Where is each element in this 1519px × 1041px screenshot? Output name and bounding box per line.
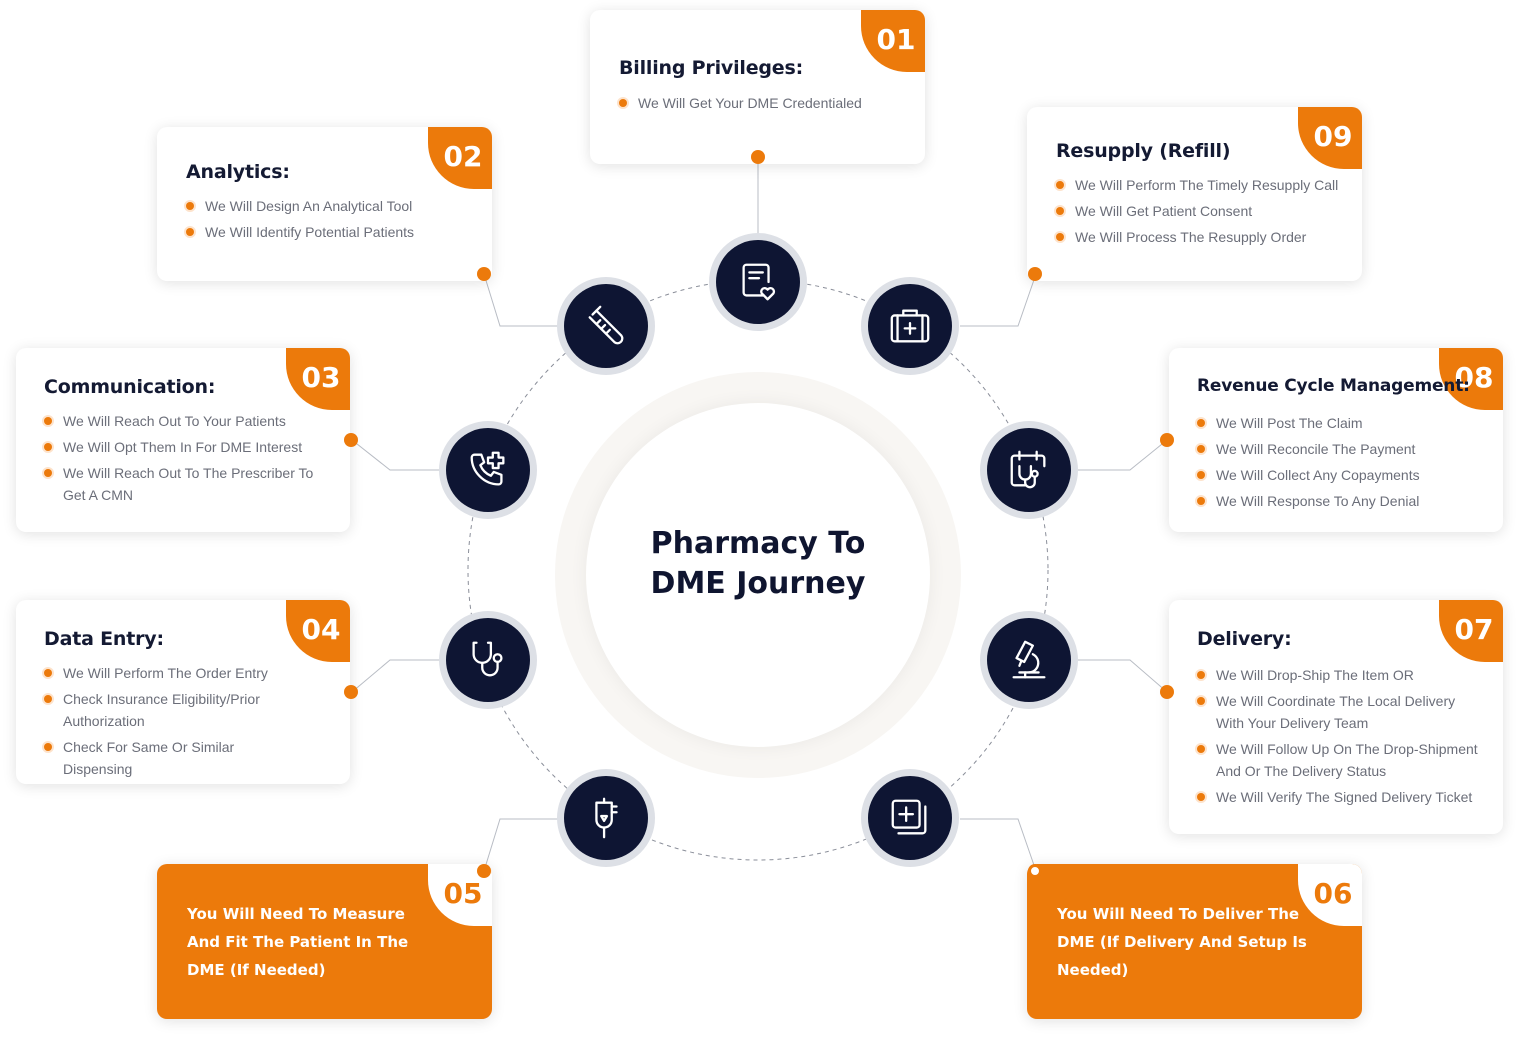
step-text: You Will Need To Deliver The DME (If Del…	[1057, 905, 1307, 979]
list-item: We Will Follow Up On The Drop-Shipment A…	[1197, 738, 1485, 782]
microscope-icon	[1012, 640, 1046, 679]
list-item: Check For Same Or Similar Dispensing	[44, 736, 304, 780]
step-number-badge: 01	[861, 10, 925, 72]
connector-dot-04	[344, 685, 358, 699]
step-items: We Will Perform The Timely Resupply Call…	[1056, 174, 1351, 252]
step-card-09: 09 Resupply (Refill) We Will Perform The…	[1027, 107, 1362, 281]
connector-dot-01	[751, 150, 765, 164]
step-number-badge: 03	[286, 348, 350, 410]
step-title: Data Entry:	[44, 628, 164, 650]
connector-dot-07	[1160, 685, 1174, 699]
diagram-title-line2: DME Journey	[650, 566, 866, 601]
test-tube-icon	[588, 305, 624, 345]
list-item: We Will Design An Analytical Tool	[186, 195, 476, 217]
connector-dot-09	[1028, 267, 1042, 281]
node-09	[861, 277, 959, 375]
step-items: We Will Design An Analytical Tool We Wil…	[186, 195, 476, 247]
node-02	[557, 277, 655, 375]
step-card-04: 04 Data Entry: We Will Perform The Order…	[16, 600, 350, 784]
step-number-badge: 04	[286, 600, 350, 662]
node-07	[980, 611, 1078, 709]
step-title: Delivery:	[1197, 628, 1292, 650]
list-item: We Will Get Your DME Credentialed	[619, 92, 909, 114]
step-title: Resupply (Refill)	[1056, 140, 1231, 162]
node-05	[557, 769, 655, 867]
list-item: We Will Opt Them In For DME Interest	[44, 436, 314, 458]
list-item: We Will Perform The Order Entry	[44, 662, 304, 684]
step-title: Analytics:	[186, 161, 290, 183]
connector-dot-03	[344, 433, 358, 447]
step-items: We Will Get Your DME Credentialed	[619, 92, 909, 118]
stethoscope-icon	[472, 641, 503, 677]
list-item: We Will Reach Out To Your Patients	[44, 410, 314, 432]
calendar-stethoscope-icon	[1010, 450, 1046, 489]
connector-dot-05	[477, 864, 491, 878]
connector-09	[960, 273, 1037, 327]
step-card-08: 08 Revenue Cycle Management: We Will Pos…	[1169, 348, 1503, 532]
list-item: We Will Perform The Timely Resupply Call	[1056, 174, 1351, 196]
step-number-badge: 02	[428, 127, 492, 189]
list-item: We Will Collect Any Copayments	[1197, 464, 1485, 486]
step-text: You Will Need To Measure And Fit The Pat…	[187, 905, 409, 979]
list-item: We Will Response To Any Denial	[1197, 490, 1485, 512]
step-items: We Will Reach Out To Your Patients We Wi…	[44, 410, 314, 510]
connector-dot-02	[477, 267, 491, 281]
connector-08	[1078, 439, 1168, 471]
step-card-05: 05 You Will Need To Measure And Fit The …	[157, 864, 492, 1019]
step-card-07: 07 Delivery: We Will Drop-Ship The Item …	[1169, 600, 1503, 834]
list-item: We Will Verify The Signed Delivery Ticke…	[1197, 786, 1485, 808]
list-item: We Will Drop-Ship The Item OR	[1197, 664, 1485, 686]
list-item: We Will Reach Out To The Prescriber To G…	[44, 462, 314, 506]
medical-box-icon	[891, 799, 927, 835]
step-title: Billing Privileges:	[619, 57, 803, 79]
step-title: Communication:	[44, 376, 216, 398]
connector-04	[351, 659, 440, 693]
list-item: We Will Identify Potential Patients	[186, 221, 476, 243]
connector-02	[483, 273, 558, 327]
dashed-orbit	[467, 279, 1049, 861]
step-title: Revenue Cycle Management:	[1197, 376, 1470, 396]
diagram-title: Pharmacy To DME Journey	[586, 524, 930, 604]
node-08	[980, 421, 1078, 519]
list-item: We Will Get Patient Consent	[1056, 200, 1351, 222]
connector-06	[960, 818, 1037, 872]
step-number-badge: 09	[1298, 107, 1362, 169]
step-items: We Will Drop-Ship The Item OR We Will Co…	[1197, 664, 1485, 812]
node-03	[439, 421, 537, 519]
step-number-badge: 06	[1298, 864, 1362, 926]
connector-dot-08	[1160, 433, 1174, 447]
list-item: Check Insurance Eligibility/Prior Author…	[44, 688, 304, 732]
document-heart-icon	[742, 263, 775, 301]
list-item: We Will Coordinate The Local Delivery Wi…	[1197, 690, 1485, 734]
connector-07	[1078, 659, 1168, 693]
list-item: We Will Post The Claim	[1197, 412, 1485, 434]
first-aid-kit-icon	[890, 309, 930, 343]
step-items: We Will Post The Claim We Will Reconcile…	[1197, 412, 1485, 516]
connector-05	[483, 818, 558, 872]
iv-bag-icon	[595, 797, 618, 839]
phone-plus-icon	[470, 451, 505, 486]
node-04	[439, 611, 537, 709]
step-card-02: 02 Analytics: We Will Design An Analytic…	[157, 127, 492, 281]
list-item: We Will Process The Resupply Order	[1056, 226, 1351, 248]
diagram-title-line1: Pharmacy To	[650, 526, 866, 561]
step-items: We Will Perform The Order Entry Check In…	[44, 662, 304, 784]
node-06	[861, 769, 959, 867]
step-card-06: 06 You Will Need To Deliver The DME (If …	[1027, 864, 1362, 1019]
connector-dot-06	[1028, 864, 1042, 878]
step-card-03: 03 Communication: We Will Reach Out To Y…	[16, 348, 350, 532]
center-circle	[586, 403, 930, 747]
step-card-01: 01 Billing Privileges: We Will Get Your …	[590, 10, 925, 164]
node-01	[709, 233, 807, 331]
step-number-badge: 07	[1439, 600, 1503, 662]
list-item: We Will Reconcile The Payment	[1197, 438, 1485, 460]
connector-03	[351, 439, 440, 471]
